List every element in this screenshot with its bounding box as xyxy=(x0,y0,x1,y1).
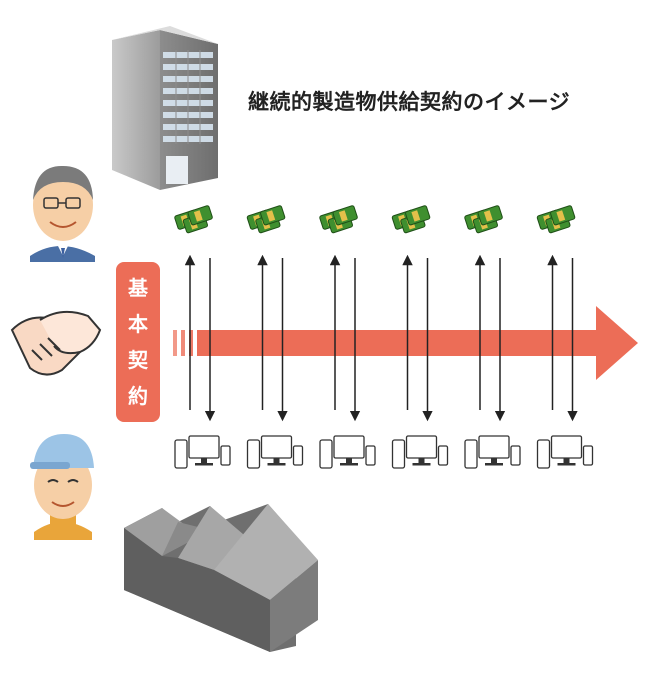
handshake-icon xyxy=(10,310,102,376)
factory-icon xyxy=(124,504,318,652)
contract-char: 約 xyxy=(128,384,148,408)
worker-icon xyxy=(30,434,94,540)
money-stack-icon xyxy=(391,205,431,234)
devices-icon xyxy=(391,435,449,469)
devices-icon xyxy=(319,435,376,469)
office-building-icon xyxy=(112,26,218,190)
money-stack-icon xyxy=(536,205,576,234)
basic-contract-label: 基 本 契 約 xyxy=(116,262,160,422)
devices-icon xyxy=(536,435,594,469)
transaction-column xyxy=(391,205,449,469)
contract-char: 契 xyxy=(128,348,148,372)
contract-char: 本 xyxy=(128,312,148,336)
money-stack-icon xyxy=(319,205,358,234)
timeline-arrow xyxy=(173,306,638,380)
transaction-column xyxy=(246,205,304,469)
devices-icon xyxy=(174,435,231,469)
money-stack-icon xyxy=(464,205,503,234)
businessman-icon xyxy=(30,165,95,262)
transaction-column xyxy=(536,205,594,469)
transaction-column xyxy=(319,205,376,469)
contract-char: 基 xyxy=(128,276,148,300)
diagram-title: 継続的製造物供給契約のイメージ xyxy=(248,90,571,114)
devices-icon xyxy=(246,435,304,469)
money-stack-icon xyxy=(246,205,286,234)
transaction-column xyxy=(464,205,521,469)
transaction-column xyxy=(174,205,231,469)
money-stack-icon xyxy=(174,205,213,234)
devices-icon xyxy=(464,435,521,469)
